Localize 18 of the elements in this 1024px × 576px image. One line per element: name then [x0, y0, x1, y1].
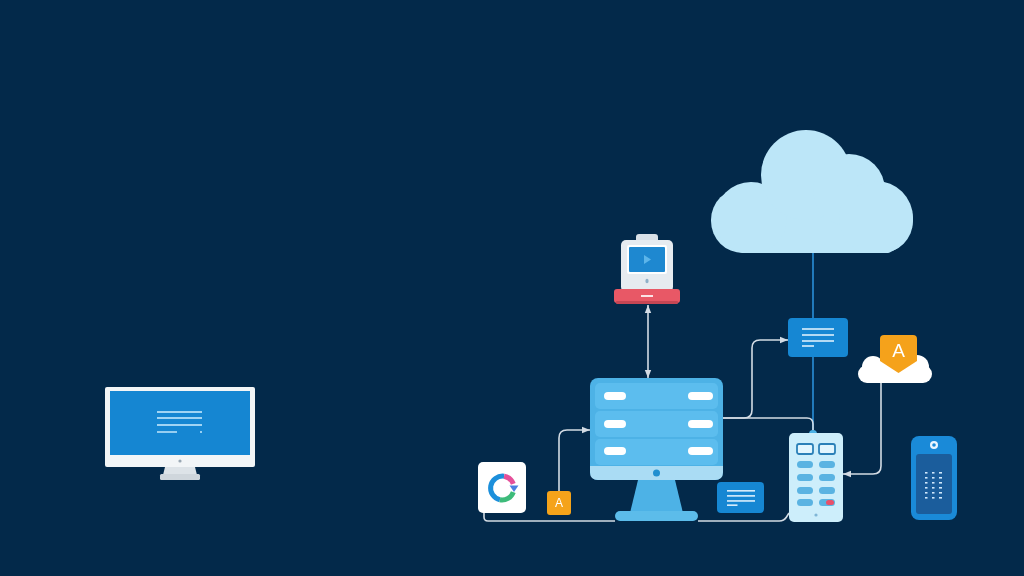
- arrow: [842, 382, 882, 478]
- server-rack-illustration: [789, 430, 843, 522]
- connector-line: [812, 252, 814, 319]
- connector-line: [483, 512, 616, 522]
- connector-line: [722, 417, 814, 431]
- connector-line: [697, 512, 790, 522]
- shield-letter: A: [892, 340, 905, 362]
- arrow: [644, 304, 652, 379]
- arrow: [558, 426, 591, 492]
- desktop-monitor-illustration: [105, 387, 255, 480]
- icon-tile: [478, 462, 526, 513]
- laptop-illustration: [614, 234, 680, 305]
- cloud-shape: [711, 130, 913, 253]
- smartphone-illustration: [911, 436, 957, 520]
- server-monitor-illustration: [590, 378, 723, 521]
- document-card: [717, 482, 764, 513]
- document-card: [788, 318, 848, 357]
- letter-badge: A: [547, 491, 571, 515]
